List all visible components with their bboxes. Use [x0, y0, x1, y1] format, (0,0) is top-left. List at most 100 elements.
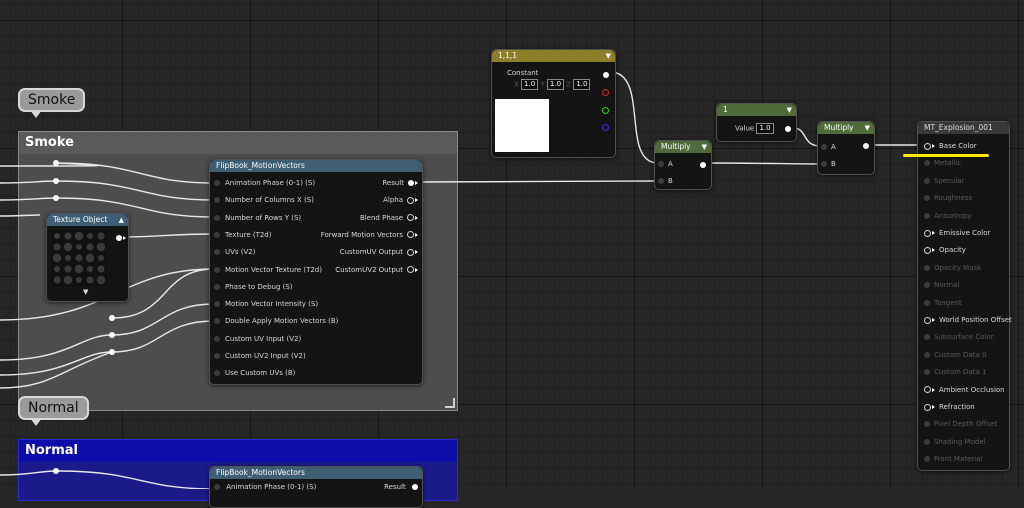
material-input-pin[interactable]: Emissive Color	[924, 227, 990, 239]
flipbook-output-pin[interactable]: Result	[382, 177, 418, 189]
output-pin-b[interactable]	[602, 123, 609, 131]
flipbook-output-pin[interactable]: CustomUV2 Output	[335, 264, 418, 276]
x-value-field[interactable]: 1.0	[521, 79, 539, 90]
multiply-node-1[interactable]: Multiply ▼ A B	[654, 140, 712, 190]
pin-icon[interactable]	[214, 249, 220, 256]
texture-object-header[interactable]: Texture Object ▲	[47, 214, 128, 226]
constant-node-header[interactable]: 1 ▼	[717, 104, 796, 116]
pin-icon[interactable]	[214, 353, 220, 359]
material-input-pin[interactable]: Custom Data 0	[924, 349, 986, 361]
flipbook2-output-pin[interactable]: Result	[384, 481, 418, 493]
normal-comment-bubble[interactable]: Normal	[18, 396, 89, 426]
pin-icon[interactable]	[924, 316, 931, 324]
constant-value-field[interactable]: 1.0	[756, 123, 774, 134]
flipbook-node[interactable]: FlipBook_MotionVectors Animation Phase (…	[209, 159, 423, 385]
multiply1-input-a[interactable]: A	[658, 158, 673, 170]
pin-icon[interactable]	[214, 301, 220, 308]
output-pin-rgb[interactable]	[603, 71, 609, 79]
flipbook-input-pin[interactable]: Custom UV2 Input (V2)	[214, 350, 306, 362]
flipbook-input-pin[interactable]: Motion Vector Intensity (S)	[214, 298, 318, 310]
constant3-header[interactable]: 1,1,1 ▼	[492, 50, 615, 62]
flipbook-input-pin[interactable]: Use Custom UVs (B)	[214, 367, 295, 379]
flipbook-node-2-header[interactable]: FlipBook_MotionVectors	[210, 467, 422, 479]
pin-icon[interactable]	[924, 421, 930, 428]
chevron-down-icon[interactable]: ▼	[605, 52, 611, 60]
pin-icon[interactable]	[407, 231, 414, 239]
pin-icon[interactable]	[924, 438, 930, 445]
flipbook-output-pin[interactable]: CustomUV Output	[340, 246, 418, 258]
chevron-up-icon[interactable]: ▲	[118, 216, 124, 224]
pin-icon[interactable]	[214, 214, 220, 221]
material-input-pin[interactable]: Normal	[924, 279, 959, 291]
chevron-down-icon[interactable]: ▼	[864, 124, 870, 132]
pin-icon[interactable]	[407, 266, 414, 273]
pin-icon[interactable]	[214, 231, 220, 238]
pin-icon[interactable]	[924, 142, 931, 150]
pin-icon[interactable]	[408, 180, 414, 186]
material-input-pin[interactable]: Opacity Mask	[924, 262, 981, 274]
smoke-comment-bubble[interactable]: Smoke	[18, 88, 86, 118]
pin-icon[interactable]	[924, 229, 931, 237]
pin-icon[interactable]	[924, 212, 930, 219]
pin-icon[interactable]	[924, 369, 930, 376]
flipbook-output-pin[interactable]: Blend Phase	[360, 212, 418, 224]
multiply2-input-a[interactable]: A	[821, 141, 836, 153]
pin-icon[interactable]	[924, 282, 930, 289]
material-input-pin[interactable]: World Position Offset	[924, 314, 1012, 326]
pin-icon[interactable]	[214, 180, 220, 186]
material-input-pin[interactable]: Tangent	[924, 297, 962, 309]
material-input-pin[interactable]: Ambient Occlusion	[924, 384, 1005, 396]
flipbook-input-pin[interactable]: Number of Columns X (S)	[214, 194, 314, 206]
pin-icon[interactable]	[924, 403, 931, 411]
multiply-node-2[interactable]: Multiply ▼ A B	[817, 121, 875, 175]
flipbook-input-pin[interactable]: Motion Vector Texture (T2d)	[214, 264, 322, 276]
constant-output-pin[interactable]	[785, 125, 791, 133]
flipbook-output-pin[interactable]: Alpha	[383, 194, 418, 206]
pin-icon[interactable]	[214, 266, 220, 273]
flipbook-node-header[interactable]: FlipBook_MotionVectors	[210, 160, 422, 172]
material-input-pin[interactable]: Opacity	[924, 244, 966, 256]
pin-icon[interactable]	[924, 246, 931, 254]
material-input-pin[interactable]: Specular	[924, 175, 965, 187]
flipbook-input-pin[interactable]: Texture (T2d)	[214, 229, 271, 241]
pin-icon[interactable]	[924, 351, 930, 358]
pin-icon[interactable]	[924, 299, 930, 306]
flipbook-input-pin[interactable]: UVs (V2)	[214, 246, 256, 258]
material-input-pin[interactable]: Metallic	[924, 157, 961, 169]
material-input-pin[interactable]: Custom Data 1	[924, 366, 986, 378]
multiply-node-1-header[interactable]: Multiply ▼	[655, 141, 711, 153]
multiply-node-2-header[interactable]: Multiply ▼	[818, 122, 874, 134]
material-input-pin[interactable]: Anisotropy	[924, 210, 971, 222]
material-input-pin[interactable]: Shading Model	[924, 436, 986, 448]
flipbook-node-2[interactable]: FlipBook_MotionVectors Animation Phase (…	[209, 466, 423, 508]
flipbook-input-pin[interactable]: Phase to Debug (S)	[214, 281, 293, 293]
chevron-down-icon[interactable]: ▼	[83, 288, 89, 296]
texture-object-output-pin[interactable]	[116, 232, 126, 244]
pin-icon[interactable]	[214, 335, 220, 342]
flipbook2-input-pin[interactable]: Animation Phase (0-1) (S)	[214, 481, 316, 493]
multiply1-input-b[interactable]: B	[658, 175, 673, 187]
pin-icon[interactable]	[924, 195, 930, 202]
material-input-pin[interactable]: Base Color	[924, 140, 977, 152]
pin-icon[interactable]	[924, 264, 930, 271]
flipbook-input-pin[interactable]: Double Apply Motion Vectors (B)	[214, 315, 338, 327]
texture-object-node[interactable]: Texture Object ▲ ▼	[46, 213, 129, 302]
pin-icon[interactable]	[214, 283, 220, 290]
material-input-pin[interactable]: Refraction	[924, 401, 975, 413]
pin-icon[interactable]	[214, 370, 220, 377]
pin-icon[interactable]	[924, 386, 931, 394]
material-input-pin[interactable]: Pixel Depth Offset	[924, 418, 997, 430]
chevron-down-icon[interactable]: ▼	[786, 106, 792, 114]
pin-icon[interactable]	[924, 456, 930, 463]
flipbook-output-pin[interactable]: Forward Motion Vectors	[321, 229, 418, 241]
material-node-header[interactable]: MT_Explosion_001	[918, 122, 1009, 134]
material-input-pin[interactable]: Roughness	[924, 192, 972, 204]
flipbook-input-pin[interactable]: Animation Phase (0-1) (S)	[214, 177, 315, 189]
pin-icon[interactable]	[214, 197, 220, 204]
multiply2-input-b[interactable]: B	[821, 158, 836, 170]
output-pin-g[interactable]	[602, 106, 609, 114]
material-input-pin[interactable]: Subsurface Color	[924, 331, 994, 343]
multiply2-output-pin[interactable]	[863, 142, 869, 150]
chevron-down-icon[interactable]: ▼	[701, 143, 707, 151]
